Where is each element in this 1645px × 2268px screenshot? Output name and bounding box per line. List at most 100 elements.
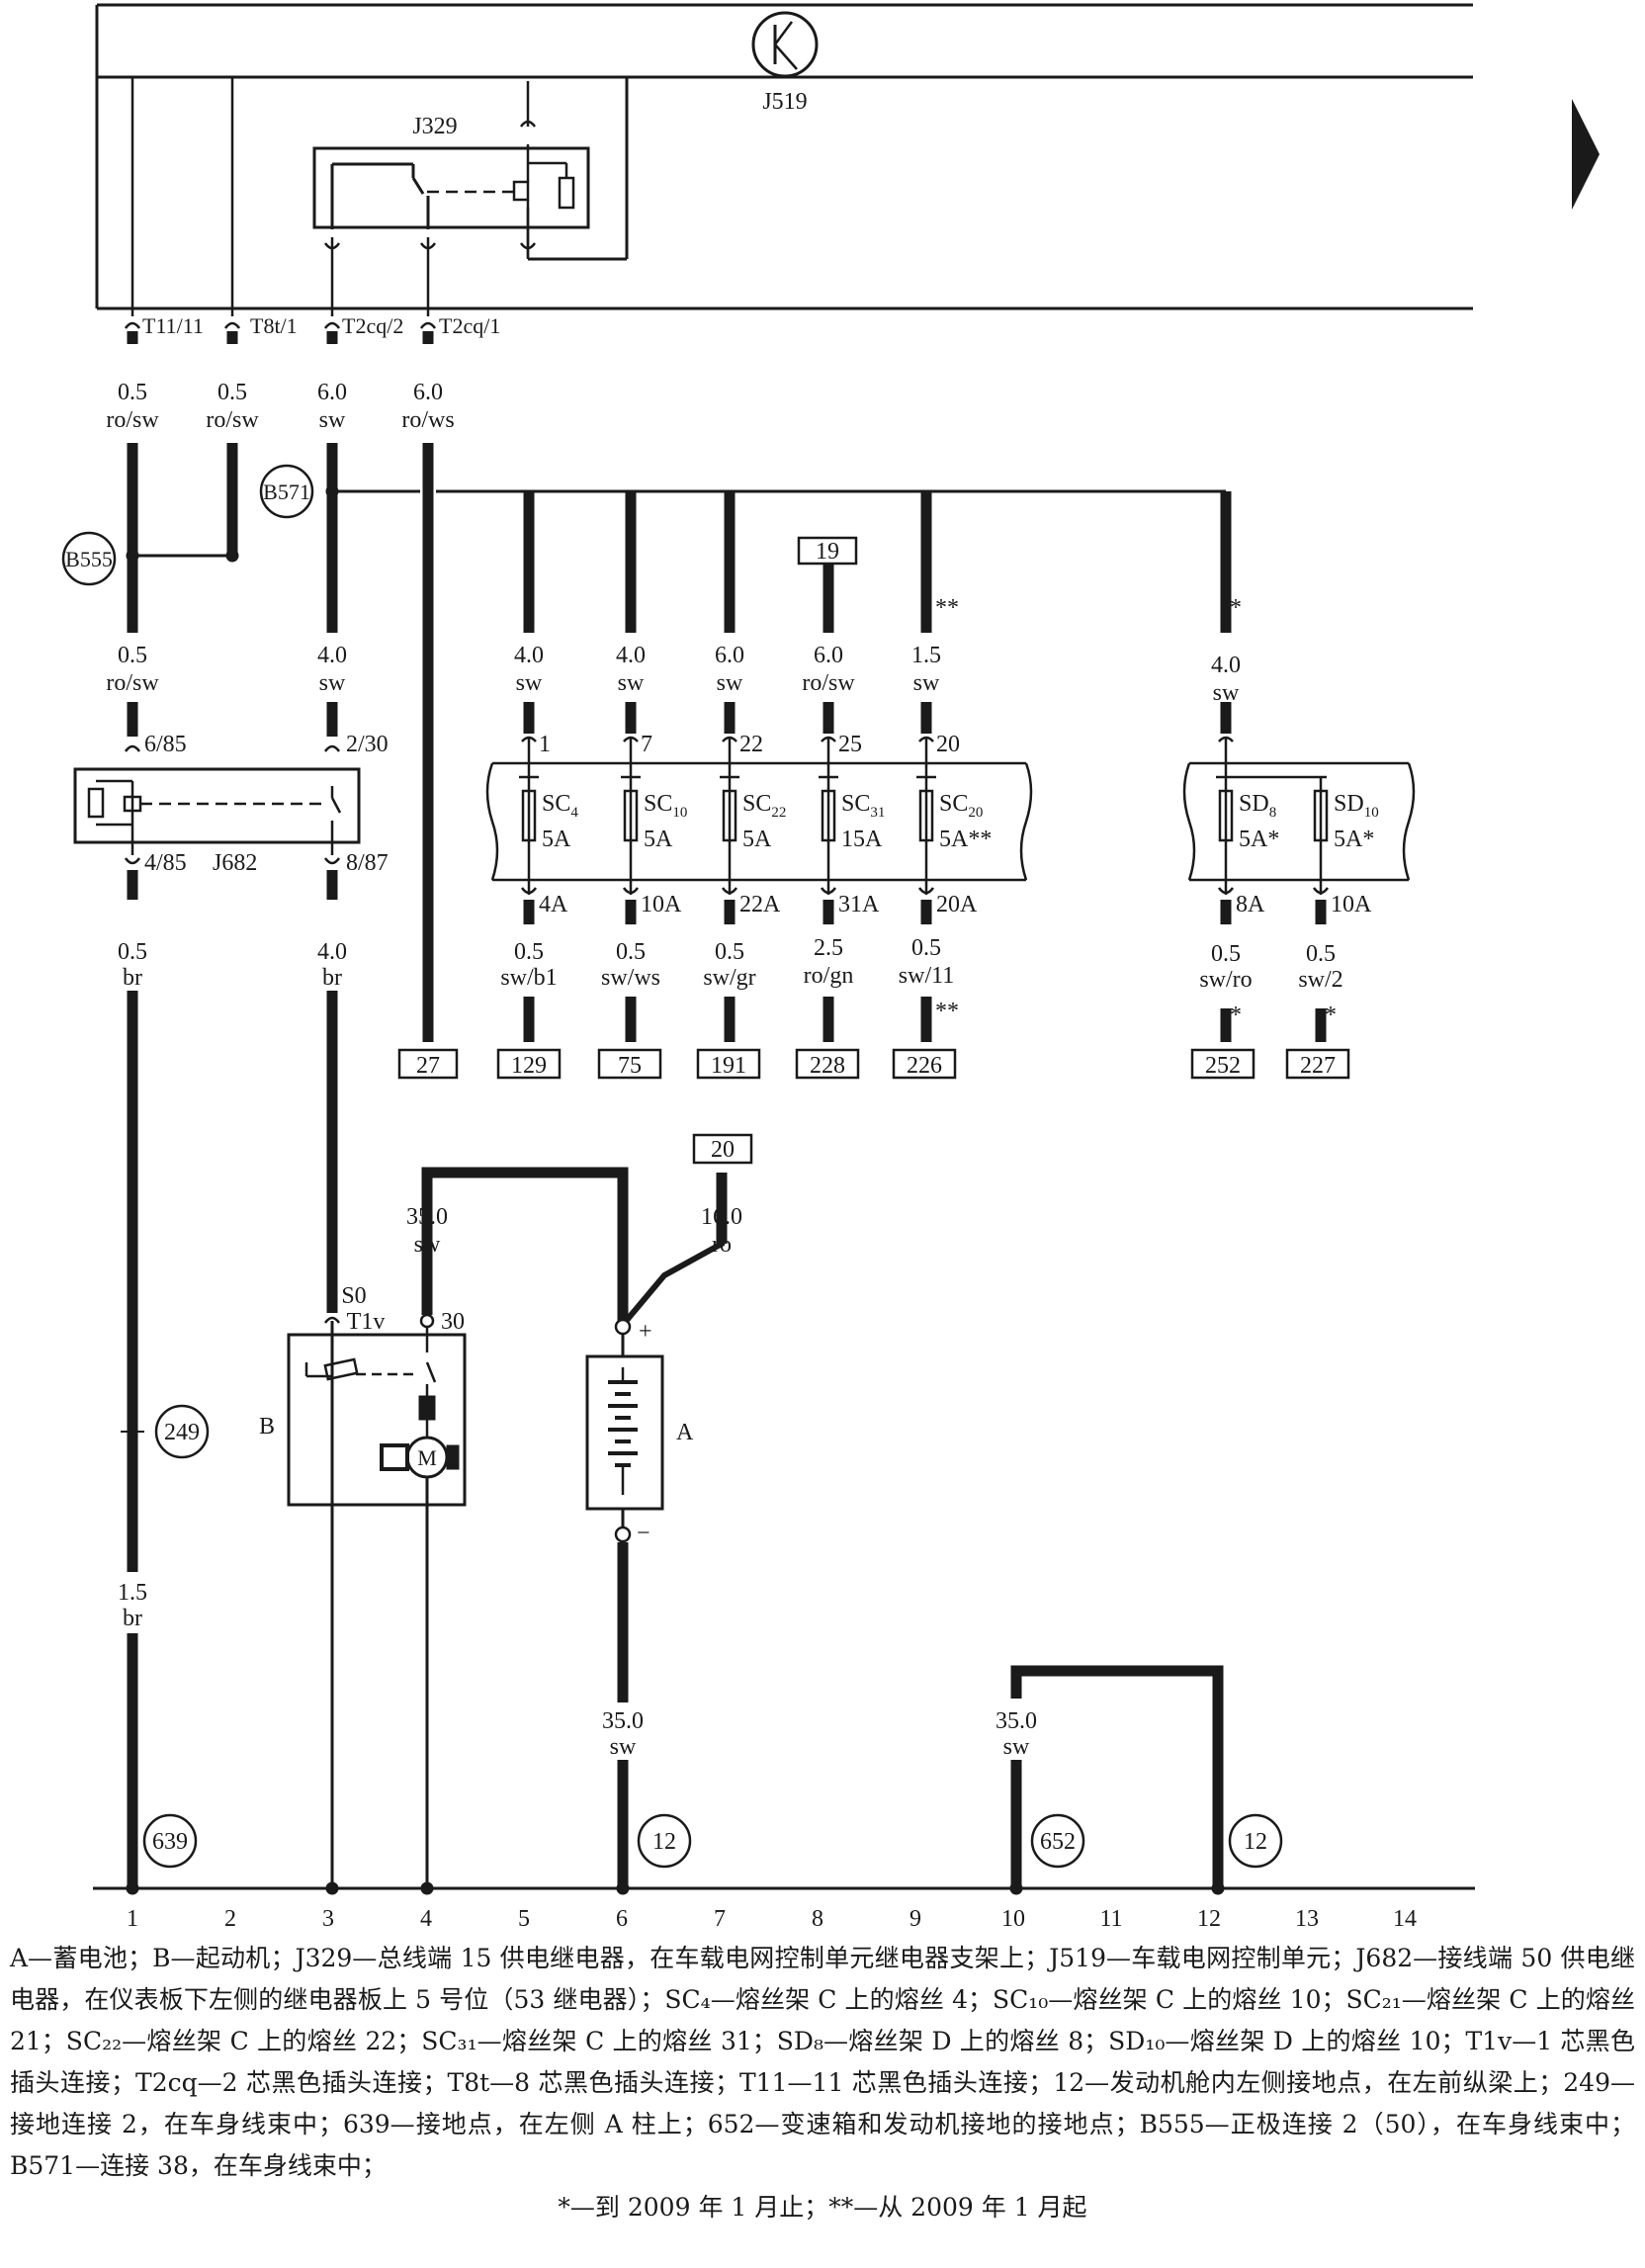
ref-27: 27 — [416, 1053, 440, 1079]
wire-6-color: sw — [319, 670, 346, 696]
fuse-sc10-in: 7 — [641, 732, 652, 757]
wire-15-color: sw/b1 — [500, 965, 557, 991]
ref-227: 227 — [1300, 1053, 1336, 1079]
bottom-number-13: 13 — [1295, 1906, 1319, 1932]
j519-frame — [95, 3, 1473, 310]
bottom-number-4: 4 — [420, 1906, 432, 1932]
wire-11-size: 1.5 — [911, 643, 941, 668]
battery-a-label: A — [676, 1420, 694, 1445]
bottom-number-9: 9 — [909, 1906, 921, 1932]
bottom-number-5: 5 — [518, 1906, 530, 1932]
starter-b-label: B — [259, 1414, 275, 1439]
svg-text:SC31: SC31 — [841, 791, 885, 821]
b555-label: B555 — [65, 547, 113, 571]
ref-129: 129 — [511, 1053, 547, 1079]
transistor-symbol — [751, 11, 819, 78]
star-mark-3: * — [1325, 1003, 1337, 1028]
ref-228: 228 — [810, 1053, 845, 1079]
wire-2-color: ro/sw — [206, 407, 259, 433]
wire-20-size: 0.5 — [1211, 941, 1241, 967]
bottom-number-2: 2 — [224, 1906, 236, 1932]
wire-19-color: sw/11 — [899, 963, 954, 989]
wire-2-size: 0.5 — [217, 380, 247, 405]
starter-s0-label: S0 — [341, 1283, 366, 1309]
svg-text:12: 12 — [652, 1829, 676, 1855]
fuse-sd8: SD8 5A* — [1239, 791, 1279, 852]
wire-21-color: sw/2 — [1298, 967, 1342, 993]
ref-boxes-row — [397, 1048, 1350, 1080]
wire-18-color: ro/gn — [804, 963, 854, 989]
fuse-sc20: SC20 5A** — [939, 791, 992, 852]
fuse-sc4: SC4 5A — [542, 791, 578, 852]
svg-text:SD10: SD10 — [1334, 791, 1379, 821]
j682-pin-2-30: 2/30 — [346, 732, 389, 757]
wire-7-size: 4.0 — [514, 643, 544, 668]
wire-13-color: br — [123, 965, 142, 991]
j682-pin-4-85: 4/85 — [144, 850, 187, 876]
wire-12-size: 4.0 — [1211, 653, 1241, 678]
b571-node: B571 — [259, 464, 314, 519]
bottom-number-1: 1 — [127, 1906, 138, 1932]
j329-label: J329 — [412, 114, 457, 139]
wire-26-size: 35.0 — [996, 1708, 1037, 1734]
svg-text:249: 249 — [164, 1420, 200, 1445]
svg-text:19: 19 — [816, 539, 839, 565]
continuation-arrow — [1572, 99, 1600, 210]
ground-12-left: 12 — [637, 1813, 692, 1869]
bottom-number-8: 8 — [812, 1906, 823, 1932]
svg-text:639: 639 — [152, 1829, 188, 1855]
j682-label: J682 — [213, 850, 257, 876]
svg-text:5A: 5A — [742, 827, 772, 852]
ref-75: 75 — [618, 1053, 642, 1079]
battery-a — [585, 1318, 664, 1543]
pin-t8t-1: T8t/1 — [250, 313, 298, 338]
wire-20-color: sw/ro — [1199, 967, 1252, 993]
wire-8-color: sw — [618, 670, 645, 696]
wire-8-size: 4.0 — [616, 643, 646, 668]
svg-text:SC10: SC10 — [644, 791, 687, 821]
fuse-sc22-in: 22 — [739, 732, 763, 757]
bottom-number-11: 11 — [1099, 1906, 1122, 1932]
svg-text:12: 12 — [1244, 1829, 1267, 1855]
star-mark: * — [1230, 595, 1242, 621]
fuse-sd10: SD10 5A* — [1334, 791, 1379, 852]
legend-caption: A—蓄电池；B—起动机；J329—总线端 15 供电继电器，在车载电网控制单元继… — [10, 1938, 1635, 2228]
double-star-mark-2: ** — [935, 999, 959, 1024]
wire-1-size: 0.5 — [118, 380, 147, 405]
wire-17-color: sw/gr — [703, 965, 755, 991]
connector-terminals-top — [124, 242, 537, 329]
svg-text:20: 20 — [711, 1137, 735, 1163]
svg-text:5A*: 5A* — [1239, 827, 1279, 852]
fuse-sc31: SC31 15A — [841, 791, 885, 852]
wire-7-color: sw — [516, 670, 543, 696]
wire-14-size: 4.0 — [317, 939, 347, 965]
wire-3-size: 6.0 — [317, 380, 347, 405]
bottom-number-7: 7 — [714, 1906, 726, 1932]
wire-9-size: 6.0 — [715, 643, 744, 668]
wire-22-size: 35.0 — [406, 1204, 448, 1230]
svg-text:SC20: SC20 — [939, 791, 983, 821]
fuse-sc10-out: 10A — [641, 892, 682, 917]
b571-label: B571 — [263, 480, 310, 504]
wire-10-color: ro/sw — [802, 670, 855, 696]
svg-text:SC4: SC4 — [542, 791, 578, 821]
wire-5-color: ro/sw — [106, 670, 159, 696]
double-star-mark: ** — [935, 595, 959, 621]
wire-24-size: 1.5 — [118, 1580, 147, 1606]
j682-pin-6-85: 6/85 — [144, 732, 187, 757]
starter-30-label: 30 — [441, 1309, 465, 1335]
fuse-sc4-out: 4A — [539, 892, 568, 917]
wire-23-color: ro — [712, 1232, 732, 1258]
bottom-number-3: 3 — [322, 1906, 334, 1932]
wire-16-size: 0.5 — [616, 939, 646, 965]
pin-t11-11: T11/11 — [142, 313, 204, 338]
wire-15-size: 0.5 — [514, 939, 544, 965]
svg-text:5A: 5A — [542, 827, 571, 852]
wire-11-color: sw — [913, 670, 940, 696]
ref-191: 191 — [711, 1053, 746, 1079]
ref-226: 226 — [907, 1053, 942, 1079]
wire-4-size: 6.0 — [413, 380, 443, 405]
wire-5-size: 0.5 — [118, 643, 147, 668]
wire-23-size: 16.0 — [701, 1204, 742, 1230]
ref-box-19: 19 — [797, 536, 858, 566]
